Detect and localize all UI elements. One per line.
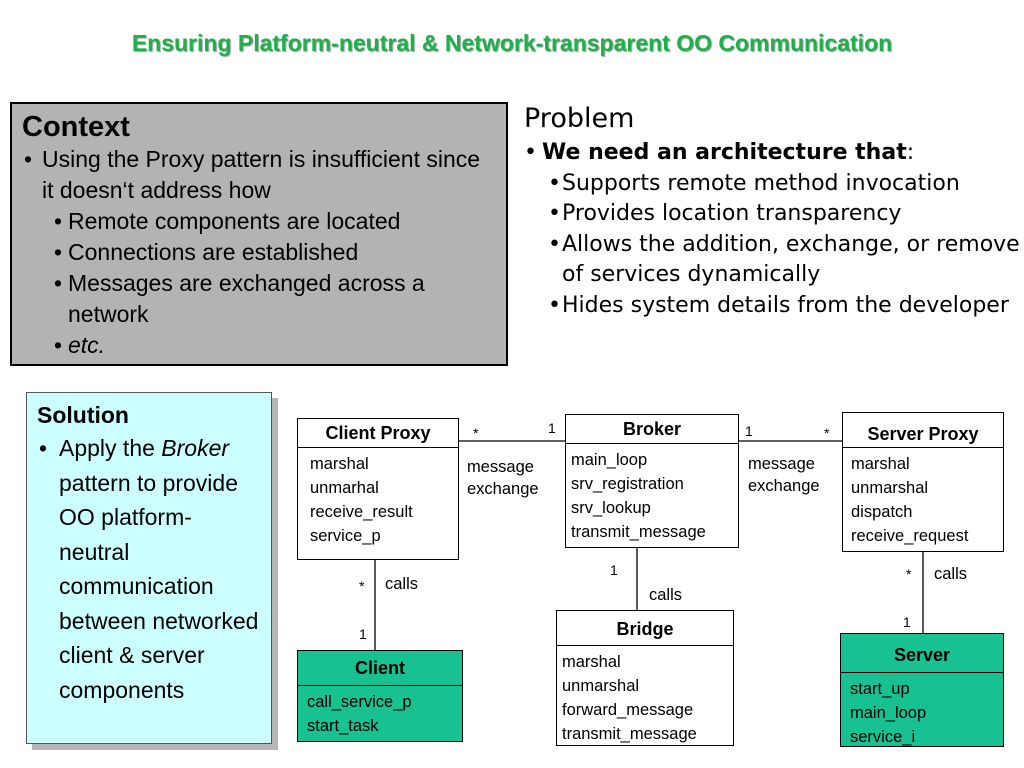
server-proxy-op: dispatch [851,503,913,521]
label-calls-client: calls [385,575,419,593]
broker-op: srv_registration [571,475,684,493]
client-proxy-name: Client Proxy [298,419,458,448]
broker-op: srv_lookup [571,499,651,517]
client-op: start_task [307,717,379,735]
server-op: main_loop [850,704,927,722]
problem-item: Hides system details from the developer [524,291,1020,322]
client-proxy-op: marshal [310,455,369,473]
solution-text-broker: Broker [161,435,230,461]
problem-list: We need an architecture that: Supports r… [524,138,1020,321]
client-proxy-op: receive_result [310,503,413,521]
label-message-exchange-right: message exchange [748,453,820,497]
solution-text-before: Apply the [59,435,162,461]
server-proxy-op: receive_request [851,527,969,545]
problem-lead-tail: : [906,140,915,165]
label-calls-bridge: calls [649,586,683,604]
context-item-etc: etc. [68,332,106,358]
label-line: message [467,458,534,476]
broker-op: main_loop [571,451,648,469]
context-list: Using the Proxy pattern is insufficient … [22,144,496,361]
mult-cp-broker-left: * [473,425,479,441]
solution-heading: Solution [37,402,129,428]
label-line: exchange [748,477,820,495]
mult-sp-server-bottom: 1 [903,614,911,630]
label-line: exchange [467,480,539,498]
client-proxy-op: service_p [310,527,381,545]
context-item: etc. [22,330,496,361]
bridge-op: forward_message [562,701,694,719]
bridge-op: transmit_message [562,725,697,743]
bridge-op: unmarshal [562,677,640,695]
bridge-name: Bridge [557,611,733,646]
client-op: call_service_p [307,693,412,711]
mult-cp-broker-right: 1 [548,420,556,436]
context-heading: Context [22,111,130,143]
server-proxy-name: Server Proxy [843,413,1003,448]
mult-broker-bridge: 1 [610,562,618,578]
client-class: Client call_service_p start_task [297,650,463,742]
mult-broker-sp-right: * [824,425,830,441]
server-op: service_i [850,728,916,746]
problem-item: Allows the addition, exchange, or remove… [524,230,1020,291]
problem-panel: Problem We need an architecture that: Su… [524,100,1020,321]
problem-item: Supports remote method invocation [524,169,1020,200]
context-panel: Context Using the Proxy pattern is insuf… [10,102,508,366]
server-ops: start_up main_loop service_i [841,673,1003,749]
client-proxy-op: unmarhal [310,479,379,497]
problem-heading: Problem [524,103,635,134]
page-title: Ensuring Platform-neutral & Network-tran… [131,30,893,56]
problem-lead-bold: We need an architecture that [542,140,907,165]
context-item: Remote components are located [22,206,496,237]
client-proxy-ops: marshal unmarhal receive_result service_… [298,448,458,548]
bridge-op: marshal [562,653,621,671]
client-ops: call_service_p start_task [298,686,462,738]
label-line: message [748,455,815,473]
context-item: Messages are exchanged across a network [22,268,496,330]
bridge-class: Bridge marshal unmarshal forward_message… [556,610,734,746]
context-item: Connections are established [22,237,496,268]
label-calls-server: calls [934,565,968,583]
server-proxy-op: marshal [851,455,910,473]
broker-name: Broker [566,415,738,444]
problem-item: Provides location transparency [524,199,1020,230]
server-op: start_up [850,680,910,698]
broker-class: Broker main_loop srv_registration srv_lo… [565,414,739,548]
server-proxy-op: unmarshal [851,479,929,497]
solution-text-after: pattern to provide OO platform-neutral c… [59,469,259,703]
client-name: Client [298,651,462,686]
mult-broker-sp-left: 1 [745,423,753,439]
server-name: Server [841,634,1003,673]
server-class: Server start_up main_loop service_i [840,633,1004,747]
server-proxy-ops: marshal unmarshal dispatch receive_reque… [843,448,1003,548]
mult-cp-client-top: * [359,578,365,594]
solution-text: Apply the Broker pattern to provide OO p… [37,431,261,707]
context-item: Using the Proxy pattern is insufficient … [22,144,496,206]
bridge-ops: marshal unmarshal forward_message transm… [557,646,733,746]
mult-sp-server-top: * [906,566,912,582]
mult-cp-client-bottom: 1 [359,626,367,642]
solution-panel: Solution Apply the Broker pattern to pro… [26,392,272,744]
server-proxy-class: Server Proxy marshal unmarshal dispatch … [842,412,1004,552]
label-message-exchange-left: message exchange [467,456,539,500]
problem-lead: We need an architecture that: [524,138,1020,169]
broker-ops: main_loop srv_registration srv_lookup tr… [566,444,738,544]
client-proxy-class: Client Proxy marshal unmarhal receive_re… [297,418,459,560]
broker-op: transmit_message [571,523,706,541]
